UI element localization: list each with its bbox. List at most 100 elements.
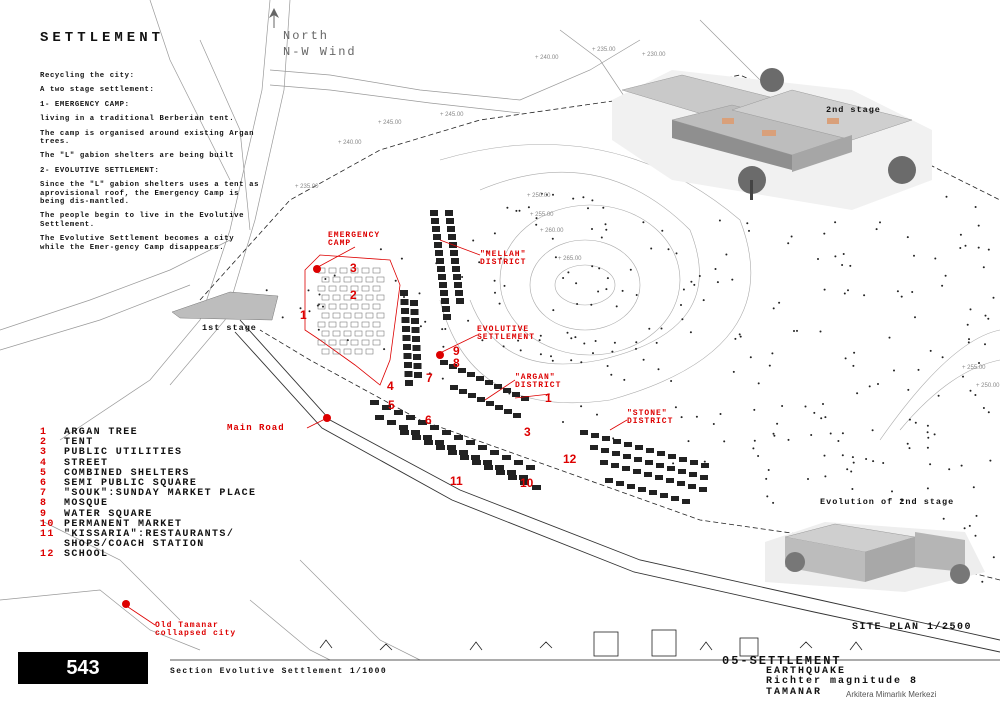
building-block: [495, 465, 504, 470]
building-block: [655, 475, 663, 480]
tree-dot: [657, 368, 660, 371]
red-leaders: [127, 239, 628, 626]
building-block: [412, 435, 421, 440]
intro-line: living in a traditional Berberian tent.: [40, 115, 235, 124]
building-block: [638, 487, 646, 492]
tree-dot: [913, 254, 915, 257]
building-block: [453, 274, 461, 280]
tree-dot: [891, 490, 893, 493]
legend-text: COMBINED SHELTERS: [64, 467, 190, 479]
label-main-road: Main Road: [227, 423, 285, 433]
building-block: [460, 455, 469, 460]
building-block: [400, 299, 409, 305]
building-block: [403, 353, 412, 359]
building-block: [382, 405, 391, 410]
building-block: [677, 481, 685, 486]
tent: [317, 303, 326, 310]
building-block: [601, 448, 609, 453]
tree-dot: [527, 206, 530, 209]
tree-dot: [307, 289, 310, 292]
contour-label: + 250.00: [527, 193, 551, 199]
tent: [372, 321, 381, 328]
building-block: [605, 478, 613, 483]
tree-dot: [872, 460, 875, 463]
tree-dot: [680, 304, 682, 306]
tree-dot: [570, 359, 573, 362]
tent: [372, 339, 381, 346]
building-block: [644, 472, 652, 477]
tree-dot: [841, 432, 844, 435]
tree-dot: [621, 289, 624, 292]
tree-dot: [346, 339, 349, 342]
tree-dot: [868, 385, 871, 388]
legend-number: 10: [40, 518, 55, 530]
tent: [354, 312, 363, 319]
building-block: [406, 415, 415, 420]
building-block: [667, 466, 675, 471]
tree-dot: [882, 462, 885, 464]
tree-dot: [846, 468, 849, 471]
tree-dot: [660, 327, 663, 330]
tree-dot: [400, 257, 403, 260]
tree-dot: [896, 290, 899, 293]
tree-dot: [787, 438, 790, 441]
intro-line: 2- EVOLUTIVE SETTLEMENT:: [40, 166, 160, 175]
sheet-title-line: 05-SETTLEMENT: [722, 654, 842, 668]
building-block: [438, 274, 446, 280]
tree-dot: [570, 337, 573, 340]
tent: [350, 285, 359, 292]
tree-dot: [472, 239, 475, 242]
building-block: [507, 470, 516, 475]
tree-dot: [612, 437, 615, 440]
tree-dot: [517, 339, 520, 342]
section-drawing: [170, 629, 1000, 661]
tent: [321, 312, 330, 319]
tree-dot: [871, 429, 874, 432]
building-block: [627, 484, 635, 489]
tree-dot: [817, 258, 819, 260]
tree-dot: [606, 365, 609, 367]
tent: [332, 330, 341, 337]
building-block: [413, 354, 421, 360]
building-block: [445, 210, 453, 216]
tent: [376, 312, 385, 319]
building-block: [459, 389, 467, 394]
tree-dot: [807, 478, 809, 480]
building-block: [513, 413, 521, 418]
tree-dot: [772, 501, 775, 504]
building-block: [701, 463, 709, 468]
wind-direction: N-W Wind: [283, 45, 357, 59]
tent: [361, 339, 370, 346]
legend-number: 2: [40, 437, 48, 449]
building-block: [490, 450, 499, 455]
tree-dot: [689, 331, 692, 334]
tree-dot: [550, 355, 552, 358]
label-second-stage: 2nd stage: [826, 105, 881, 115]
intro-line: 1- EMERGENCY CAMP:: [40, 100, 130, 109]
tent: [332, 276, 341, 283]
marker-main-road: [323, 414, 331, 422]
building-block: [612, 451, 620, 456]
tree-dot: [968, 524, 971, 527]
tree-dot: [941, 284, 944, 287]
tree-dot: [519, 349, 522, 352]
tree-dot: [324, 278, 327, 280]
tree-dot: [383, 348, 386, 351]
credit-watermark: Arkitera Mimarlık Merkezi: [846, 690, 937, 699]
contour-label: + 255.00: [962, 365, 986, 371]
tree-dot: [539, 353, 542, 356]
tent: [376, 276, 385, 283]
wind-label: North N-W Wind: [283, 28, 357, 60]
tent: [328, 267, 337, 274]
tent: [339, 321, 348, 328]
tree-dot: [771, 352, 774, 355]
tree-dot: [765, 477, 768, 480]
map-number: 5: [388, 398, 395, 412]
tent: [365, 294, 374, 301]
building-block: [404, 371, 413, 377]
building-block: [649, 490, 657, 495]
building-block: [394, 410, 403, 415]
